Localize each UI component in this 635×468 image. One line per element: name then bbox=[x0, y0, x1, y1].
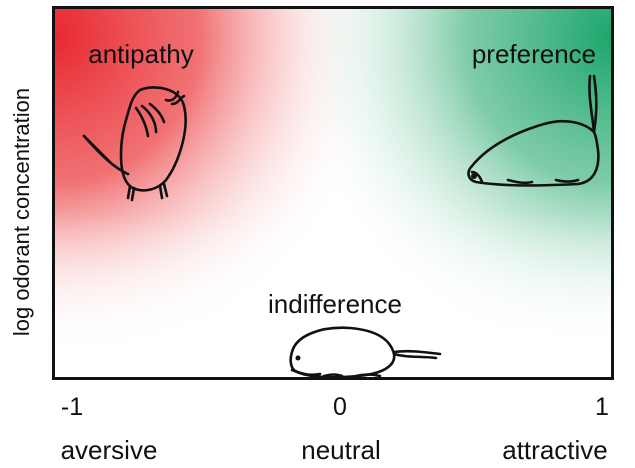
x-tick-neg1: -1 bbox=[61, 394, 83, 420]
y-axis-label: log odorant concentration bbox=[10, 22, 34, 402]
rearing-mouse-icon bbox=[80, 82, 195, 204]
region-label-indifference: indifference bbox=[268, 290, 402, 318]
x-category-aversive: aversive bbox=[61, 436, 158, 464]
x-tick-0: 0 bbox=[333, 394, 347, 420]
x-tick-1: 1 bbox=[595, 394, 609, 420]
x-category-neutral: neutral bbox=[301, 436, 381, 464]
region-label-preference: preference bbox=[472, 40, 596, 68]
sniffing-mouse-icon bbox=[460, 72, 610, 194]
region-label-antipathy: antipathy bbox=[88, 40, 194, 68]
x-category-attractive: attractive bbox=[502, 436, 608, 464]
resting-mouse-icon bbox=[284, 318, 444, 382]
